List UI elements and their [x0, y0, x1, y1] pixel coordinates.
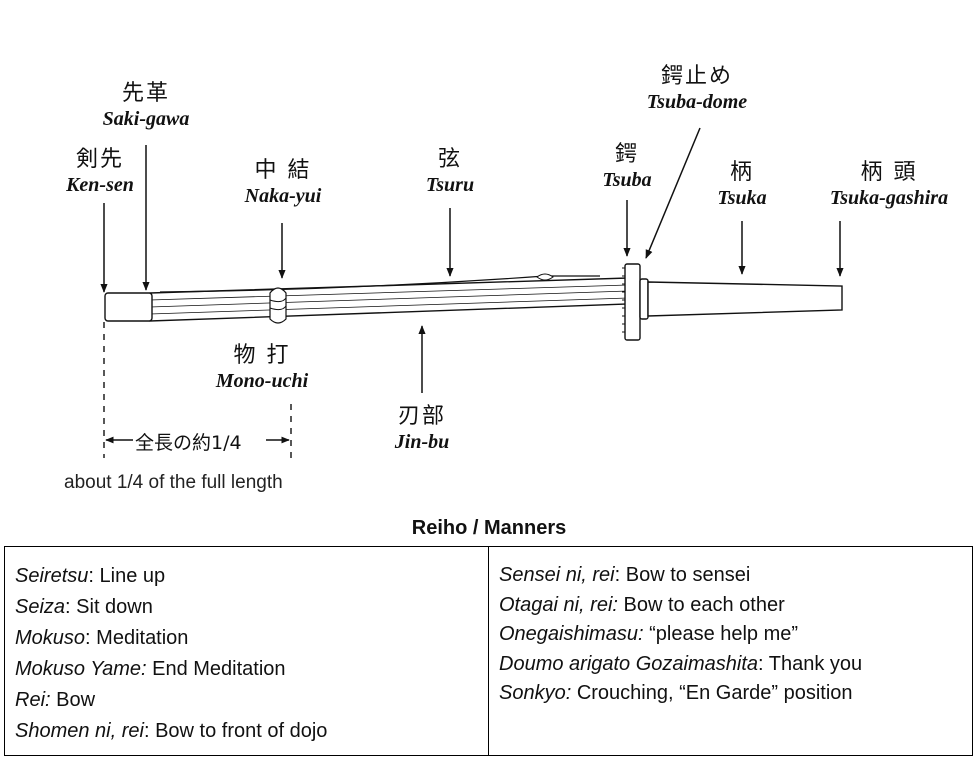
saki-gawa-label: 先革 Saki-gawa: [86, 81, 206, 131]
list-item: Otagai ni, rei: Bow to each other: [499, 593, 785, 616]
tsuka-gashira-romaji: Tsuka-gashira: [829, 187, 949, 209]
list-item: Rei: Bow: [15, 689, 96, 711]
quarter-length-note: about 1/4 of the full length: [64, 472, 283, 493]
jin-bu-romaji: Jin-bu: [394, 431, 450, 453]
ken-sen-romaji: Ken-sen: [66, 174, 134, 196]
tsuba-label: 鍔 Tsuba: [585, 142, 669, 192]
mono-uchi-romaji: Mono-uchi: [215, 370, 309, 392]
naka-yui-jp: 中 結: [254, 158, 312, 183]
tsuru-jp: 弦: [437, 147, 462, 172]
list-item: Shomen ni, rei: Bow to front of dojo: [15, 720, 328, 742]
manners-right-column: Sensei ni, rei: Bow to sensei Otagai ni,…: [488, 546, 973, 756]
mono-uchi-jp: 物 打: [233, 343, 291, 368]
tsuka-label: 柄 Tsuka: [701, 160, 783, 210]
tsuru-romaji: Tsuru: [425, 174, 475, 196]
shinai-diagram: 剣先 Ken-sen 先革 Saki-gawa 中 結 Naka-yui 弦 T…: [40, 64, 970, 493]
tsuka-romaji: Tsuka: [717, 187, 767, 209]
list-item: Sonkyo: Crouching, “En Garde” position: [499, 682, 853, 704]
ken-sen-label: 剣先 Ken-sen: [40, 147, 160, 197]
saki-gawa-jp: 先革: [121, 81, 170, 106]
list-item: Seiza: Sit down: [15, 596, 153, 618]
mono-uchi-label: 物 打 Mono-uchi: [197, 343, 327, 393]
quarter-length-label: 全長の約1/4: [135, 432, 242, 454]
shinai-drawing: [100, 127, 844, 458]
naka-yui-romaji: Naka-yui: [244, 185, 322, 207]
list-item: Onegaishimasu: “please help me”: [499, 623, 799, 645]
list-item: Seiretsu: Line up: [15, 565, 166, 587]
tsuka-gashira-label: 柄 頭 Tsuka-gashira: [808, 160, 970, 210]
jin-bu-jp: 刃部: [397, 404, 446, 429]
jin-bu-label: 刃部 Jin-bu: [380, 404, 464, 454]
list-item: Mokuso: Meditation: [15, 627, 189, 649]
tsuru-label: 弦 Tsuru: [405, 147, 495, 197]
tsuka-jp: 柄: [729, 160, 754, 185]
naka-yui-label: 中 結 Naka-yui: [218, 158, 348, 208]
ken-sen-jp: 剣先: [75, 147, 124, 172]
tsuba-jp: 鍔: [614, 142, 639, 167]
manners-title: Reiho / Manners: [411, 517, 567, 539]
quarter-guides: [103, 322, 292, 458]
shinai-body: [104, 263, 843, 341]
saki-gawa-romaji: Saki-gawa: [102, 108, 190, 130]
manners-left-column: Seiretsu: Line up Seiza: Sit down Mokuso…: [4, 546, 489, 756]
list-item: Doumo arigato Gozaimashita: Thank you: [499, 652, 863, 675]
manners-table: Seiretsu: Line up Seiza: Sit down Mokuso…: [4, 546, 973, 756]
tsuka-gashira-jp: 柄 頭: [860, 160, 918, 185]
tsuba-dome-label: 鍔止め Tsuba-dome: [622, 64, 772, 114]
list-item: Sensei ni, rei: Bow to sensei: [499, 564, 751, 586]
tsuba-romaji: Tsuba: [602, 169, 652, 191]
label-arrows: [100, 127, 844, 393]
tsuba-dome-romaji: Tsuba-dome: [646, 91, 748, 113]
tsuba-dome-jp: 鍔止め: [660, 64, 733, 89]
list-item: Mokuso Yame: End Meditation: [15, 658, 286, 680]
